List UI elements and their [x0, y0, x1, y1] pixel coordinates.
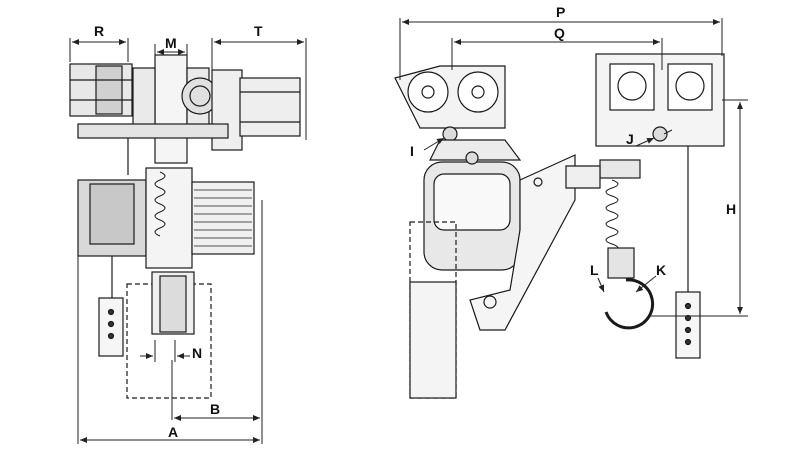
hoist-drum — [145, 167, 193, 269]
pendant-right — [675, 291, 701, 359]
label-N: N — [192, 345, 202, 361]
front-view-dimensions — [399, 18, 748, 317]
side-view-dimensions — [69, 38, 307, 444]
label-H: H — [726, 201, 736, 217]
label-P: P — [556, 4, 565, 20]
pendant-left — [98, 297, 124, 357]
label-L: L — [590, 262, 599, 278]
hook — [604, 278, 655, 330]
label-K: K — [656, 262, 666, 278]
label-Q: Q — [554, 25, 565, 41]
label-T: T — [254, 23, 263, 39]
label-M: M — [165, 35, 177, 51]
hoist-motor — [191, 181, 255, 255]
trolley-motor-right — [239, 77, 301, 137]
label-B: B — [210, 401, 220, 417]
label-R: R — [94, 23, 104, 39]
side-view — [69, 54, 301, 399]
beam-web — [154, 54, 188, 164]
label-I: I — [410, 143, 414, 159]
front-view — [394, 53, 725, 399]
front-view-labels: P Q I J H L K — [410, 4, 736, 278]
side-view-labels: R M T N B A — [94, 23, 263, 440]
label-A: A — [168, 424, 178, 440]
label-J: J — [626, 131, 634, 147]
